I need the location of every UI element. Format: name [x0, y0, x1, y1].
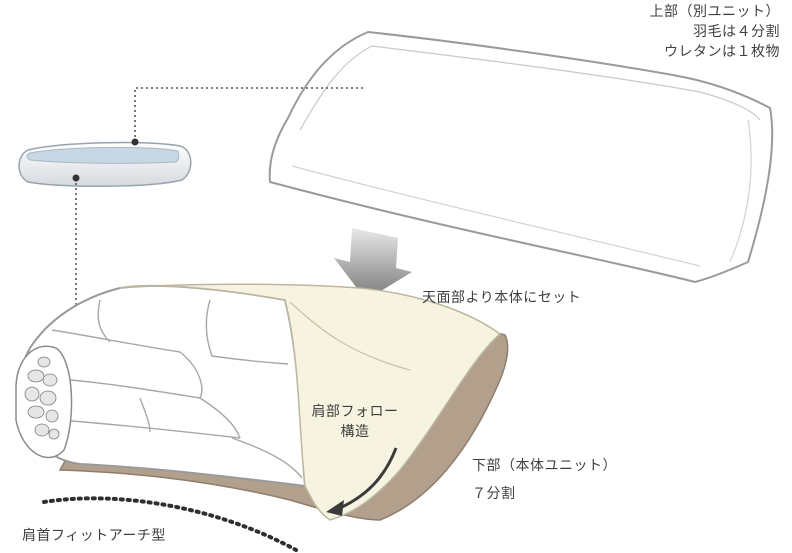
set-instruction-label: 天面部より本体にセット: [422, 288, 581, 308]
lower-unit-label: 下部（本体ユニット） ７分割: [472, 456, 617, 504]
upper-unit-label: 上部（別ユニット） 羽毛は４分割 ウレタンは１枚物: [580, 2, 780, 62]
leader-dot-lower: [72, 174, 80, 182]
lower-unit-title: 下部（本体ユニット）: [472, 458, 617, 474]
down-arrow-icon: [334, 228, 412, 300]
lower-pillow: [15, 283, 509, 521]
set-instruction-text: 天面部より本体にセット: [422, 290, 582, 306]
upper-unit-feather: 羽毛は４分割: [693, 24, 780, 40]
leader-dot-upper: [131, 138, 139, 146]
upper-unit-urethane: ウレタンは１枚物: [664, 44, 780, 60]
shoulder-follow-line2: 構造: [340, 424, 370, 440]
upper-unit-title: 上部（別ユニット）: [649, 4, 780, 20]
neck-arch-label: 肩首フィットアーチ型: [22, 526, 166, 546]
urethane-insert: [18, 141, 192, 188]
neck-arch-curve: [42, 496, 298, 552]
shoulder-follow-label: 肩部フォロー 構造: [300, 402, 410, 442]
curved-arrow-icon: [326, 447, 398, 516]
neck-arch-text: 肩首フィットアーチ型: [22, 528, 166, 544]
upper-pillow: [268, 30, 774, 284]
lower-unit-count: ７分割: [472, 486, 516, 502]
shoulder-follow-line1: 肩部フォロー: [311, 404, 399, 420]
leader-lines: [75, 87, 365, 312]
